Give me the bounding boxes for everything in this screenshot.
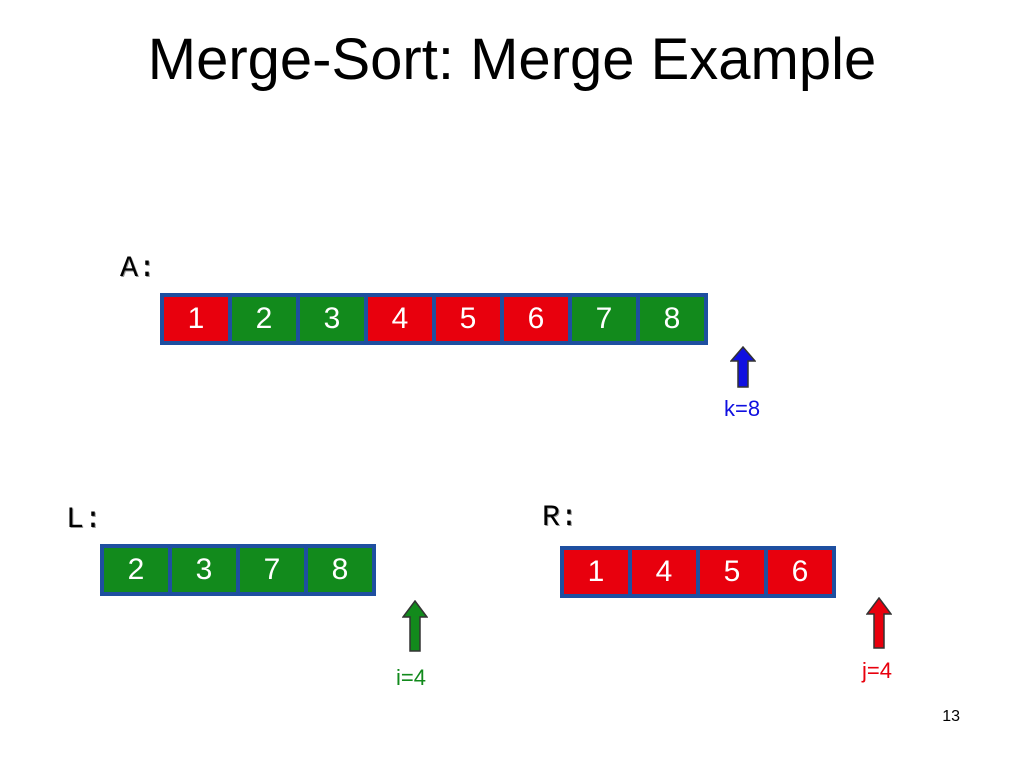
pointer-k-label: k=8: [724, 396, 761, 421]
array-l-cell: 2: [102, 546, 170, 594]
array-a-cell: 3: [298, 295, 366, 343]
array-a-cell: 8: [638, 295, 706, 343]
pointer-k-arrow-icon: [730, 346, 756, 388]
array-r-cell: 4: [630, 548, 698, 596]
array-r-cell: 1: [562, 548, 630, 596]
array-r-cell: 6: [766, 548, 834, 596]
array-l-cell: 8: [306, 546, 374, 594]
slide-number: 13: [942, 708, 960, 725]
array-r-label: R:: [542, 501, 579, 535]
pointer-j-arrow-icon: [866, 597, 892, 649]
array-a-cell: 4: [366, 295, 434, 343]
array-a-cell: 1: [162, 295, 230, 343]
array-a-cell: 2: [230, 295, 298, 343]
array-a-cell: 7: [570, 295, 638, 343]
array-a-cell: 6: [502, 295, 570, 343]
array-a-label: A:: [120, 252, 157, 286]
slide-title: Merge-Sort: Merge Example: [147, 27, 877, 92]
array-r-cell: 5: [698, 548, 766, 596]
array-l-label: L:: [66, 503, 103, 537]
array-l-cell: 7: [238, 546, 306, 594]
pointer-i-arrow-icon: [402, 600, 428, 652]
pointer-j-label: j=4: [862, 658, 892, 683]
array-a-cell: 5: [434, 295, 502, 343]
array-l-cell: 3: [170, 546, 238, 594]
pointer-i-label: i=4: [396, 665, 426, 690]
